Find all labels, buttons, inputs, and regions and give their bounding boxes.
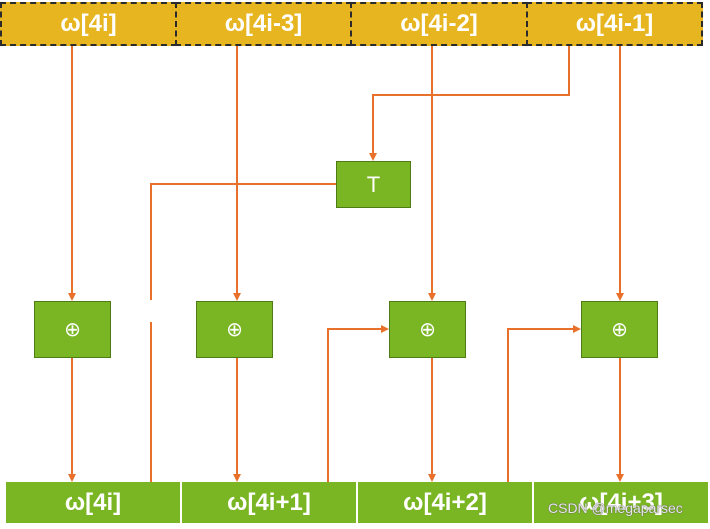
- output-word-4i-plus-3: ω[4i+3]: [534, 482, 708, 523]
- xor-box-2: ⊕: [389, 301, 466, 358]
- wire-input3-to-t: [369, 46, 570, 161]
- input-word-4i-minus-2: ω[4i-2]: [350, 2, 528, 46]
- output-word-4i: ω[4i]: [6, 482, 180, 523]
- input-word-4i-minus-3: ω[4i-3]: [175, 2, 352, 46]
- xor-box-0: ⊕: [34, 301, 111, 358]
- wire-t-to-xor0: [150, 183, 336, 300]
- watermark: CSDN @megaparsec: [548, 500, 683, 516]
- wire-output1-to-xor2: [327, 325, 389, 482]
- xor-box-1: ⊕: [196, 301, 273, 358]
- wire-output2-to-xor3: [507, 325, 581, 482]
- t-function-box: T: [336, 161, 411, 208]
- xor-box-3: ⊕: [581, 301, 658, 358]
- output-word-4i-plus-2: ω[4i+2]: [358, 482, 532, 523]
- xor-symbol: ⊕: [226, 319, 243, 341]
- input-word-4i: ω[4i]: [0, 2, 177, 46]
- xor-symbol: ⊕: [419, 319, 436, 341]
- input-word-4i-minus-1: ω[4i-1]: [526, 2, 703, 46]
- output-word-4i-plus-1: ω[4i+1]: [182, 482, 356, 523]
- xor-symbol: ⊕: [64, 319, 81, 341]
- xor-symbol: ⊕: [611, 319, 628, 341]
